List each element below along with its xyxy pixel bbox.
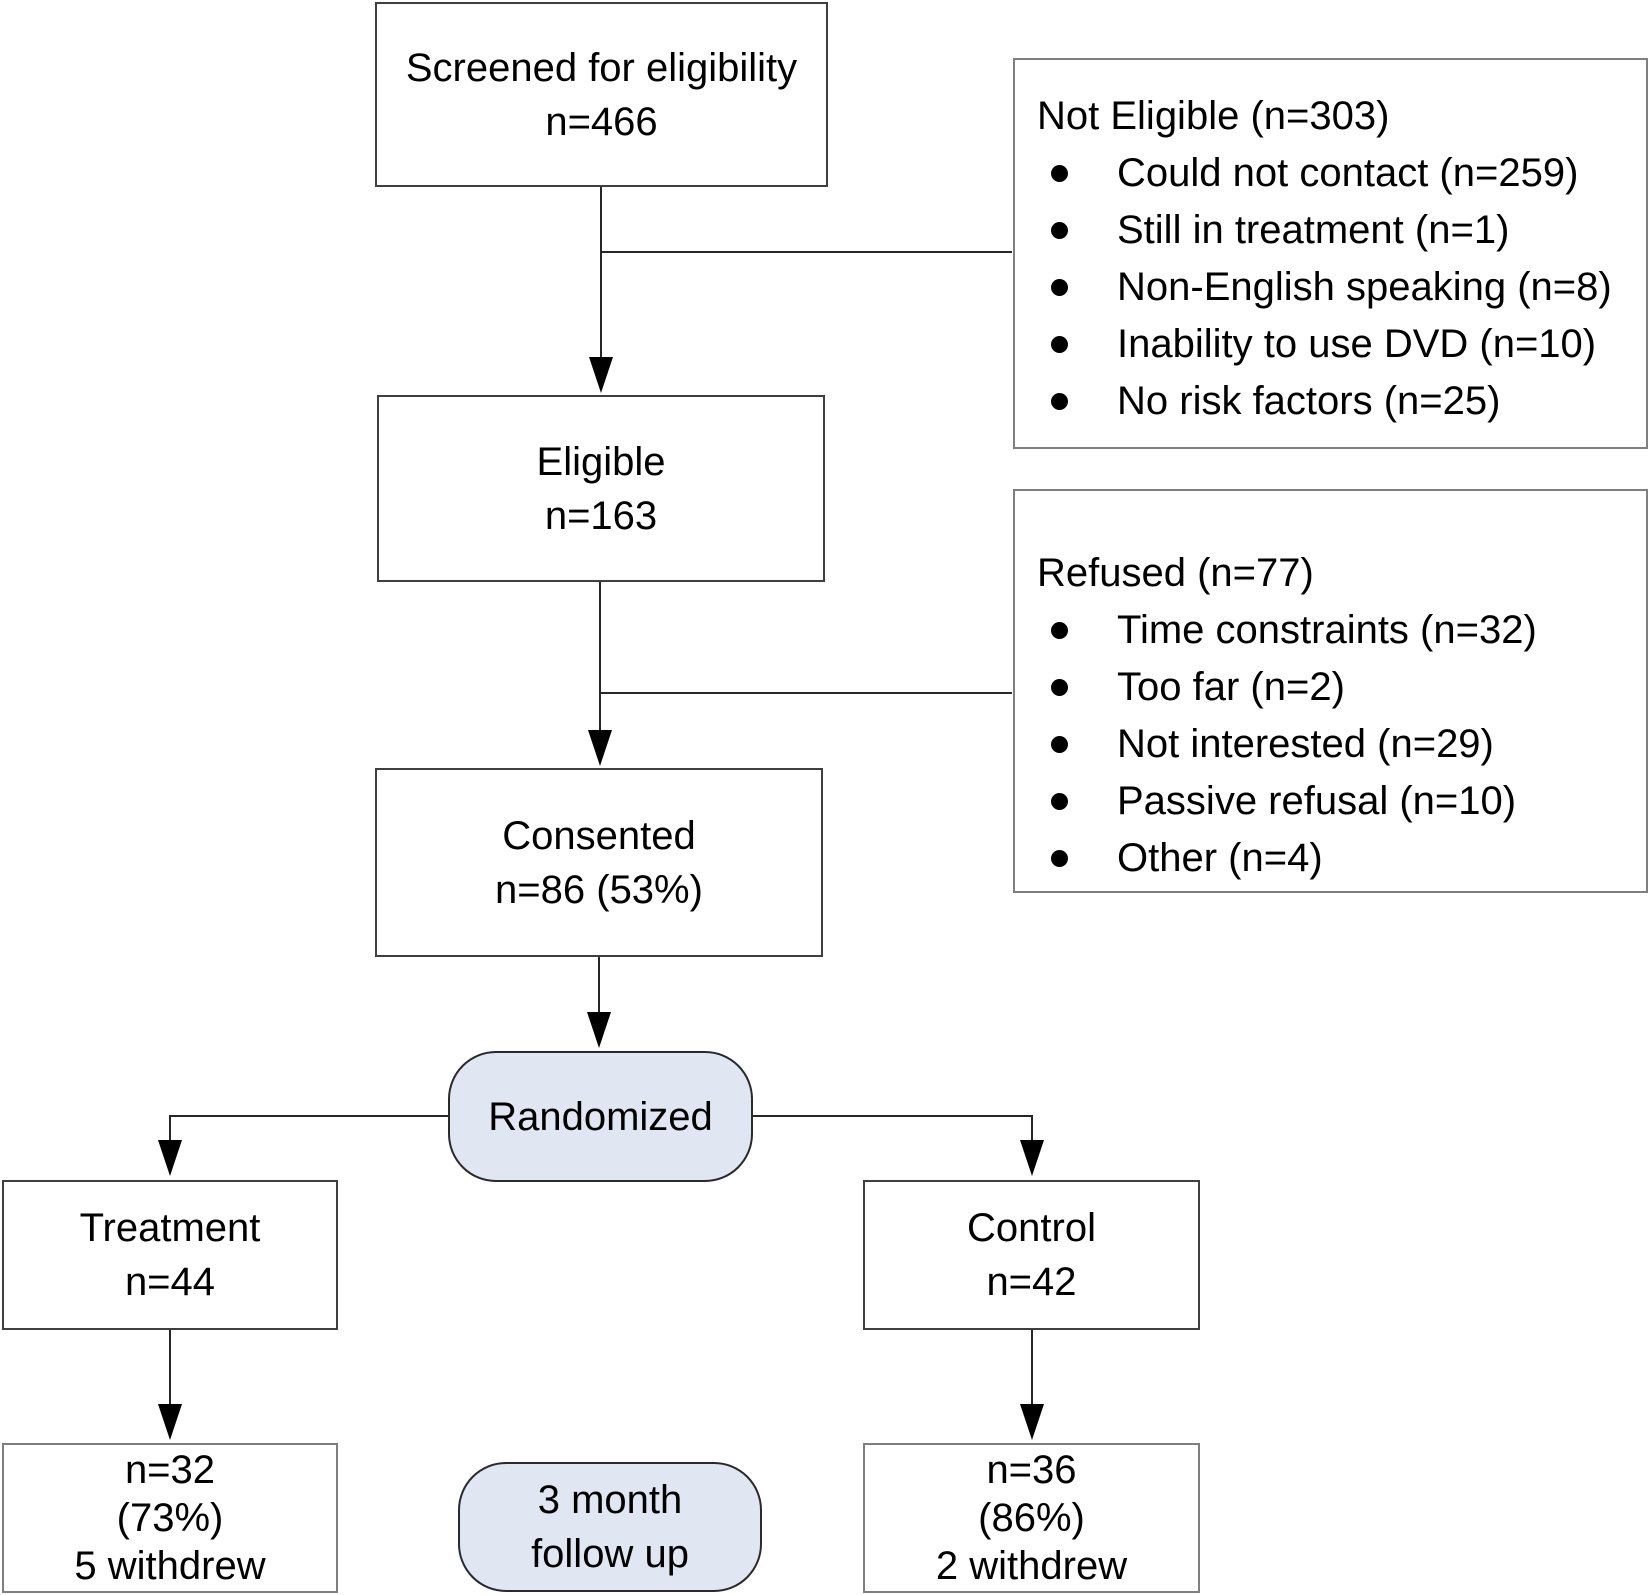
bullet-text: Time constraints (n=32)	[1117, 608, 1537, 652]
consented-box: Consented n=86 (53%)	[375, 768, 823, 957]
randomized-node: Randomized	[448, 1051, 753, 1182]
bullet-dot-icon	[1051, 165, 1068, 182]
bullet-item: Inability to use DVD (n=10)	[1037, 316, 1612, 373]
not-eligible-box: Not Eligible (n=303) Could not contact (…	[1013, 58, 1648, 449]
consented-count: n=86 (53%)	[495, 867, 703, 912]
control-outcome-percent: (86%)	[978, 1496, 1085, 1540]
bullet-item: Not interested (n=29)	[1037, 716, 1537, 773]
treatment-count: n=44	[124, 1260, 216, 1304]
bullet-item: Too far (n=2)	[1037, 659, 1537, 716]
bullet-text: Still in treatment (n=1)	[1117, 208, 1510, 252]
control-label: Control	[967, 1206, 1096, 1250]
control-outcome-box: n=36 (86%) 2 withdrew	[863, 1443, 1200, 1593]
bullet-dot-icon	[1051, 850, 1068, 867]
control-box: Control n=42	[863, 1180, 1200, 1330]
bullet-item: Could not contact (n=259)	[1037, 145, 1612, 202]
followup-node: 3 month follow up	[458, 1462, 762, 1592]
treatment-outcome-count: n=32	[124, 1448, 216, 1492]
treatment-outcome-withdrew: 5 withdrew	[74, 1544, 266, 1588]
arrow-randomized-to-control	[752, 1115, 1044, 1176]
screened-box: Screened for eligibility n=466	[375, 2, 828, 187]
refused-box: Refused (n=77) Time constraints (n=32) T…	[1013, 489, 1648, 893]
bullet-text: Passive refusal (n=10)	[1117, 779, 1517, 823]
bullet-dot-icon	[1051, 622, 1068, 639]
bullet-item: Passive refusal (n=10)	[1037, 773, 1537, 830]
refused-title: Refused (n=77)	[1037, 551, 1314, 595]
bullet-dot-icon	[1051, 336, 1068, 353]
bullet-dot-icon	[1051, 793, 1068, 810]
bullet-text: Could not contact (n=259)	[1117, 151, 1579, 195]
not-eligible-title: Not Eligible (n=303)	[1037, 94, 1390, 138]
refused-bullet-list: Time constraints (n=32) Too far (n=2) No…	[1037, 602, 1537, 887]
screened-label: Screened for eligibility	[405, 45, 798, 90]
bullet-dot-icon	[1051, 393, 1068, 410]
not-eligible-bullet-list: Could not contact (n=259) Still in treat…	[1037, 145, 1612, 430]
bullet-item: Non-English speaking (n=8)	[1037, 259, 1612, 316]
bullet-dot-icon	[1051, 222, 1068, 239]
consented-label: Consented	[502, 813, 696, 858]
treatment-label: Treatment	[79, 1206, 261, 1250]
control-outcome-withdrew: 2 withdrew	[935, 1544, 1128, 1588]
treatment-outcome-percent: (73%)	[116, 1496, 224, 1540]
bullet-text: No risk factors (n=25)	[1117, 379, 1501, 423]
bullet-item: No risk factors (n=25)	[1037, 373, 1612, 430]
bullet-text: Non-English speaking (n=8)	[1117, 265, 1612, 309]
bullet-text: Not interested (n=29)	[1117, 722, 1494, 766]
followup-label-line2: follow up	[531, 1532, 689, 1576]
randomized-label: Randomized	[488, 1094, 713, 1139]
treatment-outcome-box: n=32 (73%) 5 withdrew	[2, 1443, 338, 1593]
arrow-randomized-to-treatment	[158, 1115, 449, 1176]
bullet-dot-icon	[1051, 736, 1068, 753]
eligible-count: n=163	[544, 493, 658, 538]
bullet-text: Other (n=4)	[1117, 836, 1323, 880]
bullet-item: Time constraints (n=32)	[1037, 602, 1537, 659]
control-count: n=42	[986, 1260, 1077, 1304]
screened-count: n=466	[545, 99, 658, 144]
bullet-dot-icon	[1051, 279, 1068, 296]
followup-label-line1: 3 month	[537, 1478, 683, 1522]
bullet-dot-icon	[1051, 679, 1068, 696]
bullet-text: Too far (n=2)	[1117, 665, 1345, 709]
eligible-box: Eligible n=163	[377, 395, 825, 582]
bullet-item: Still in treatment (n=1)	[1037, 202, 1612, 259]
treatment-box: Treatment n=44	[2, 1180, 338, 1330]
bullet-text: Inability to use DVD (n=10)	[1117, 322, 1597, 366]
control-outcome-count: n=36	[986, 1448, 1077, 1492]
bullet-item: Other (n=4)	[1037, 830, 1537, 887]
eligible-label: Eligible	[536, 439, 666, 484]
